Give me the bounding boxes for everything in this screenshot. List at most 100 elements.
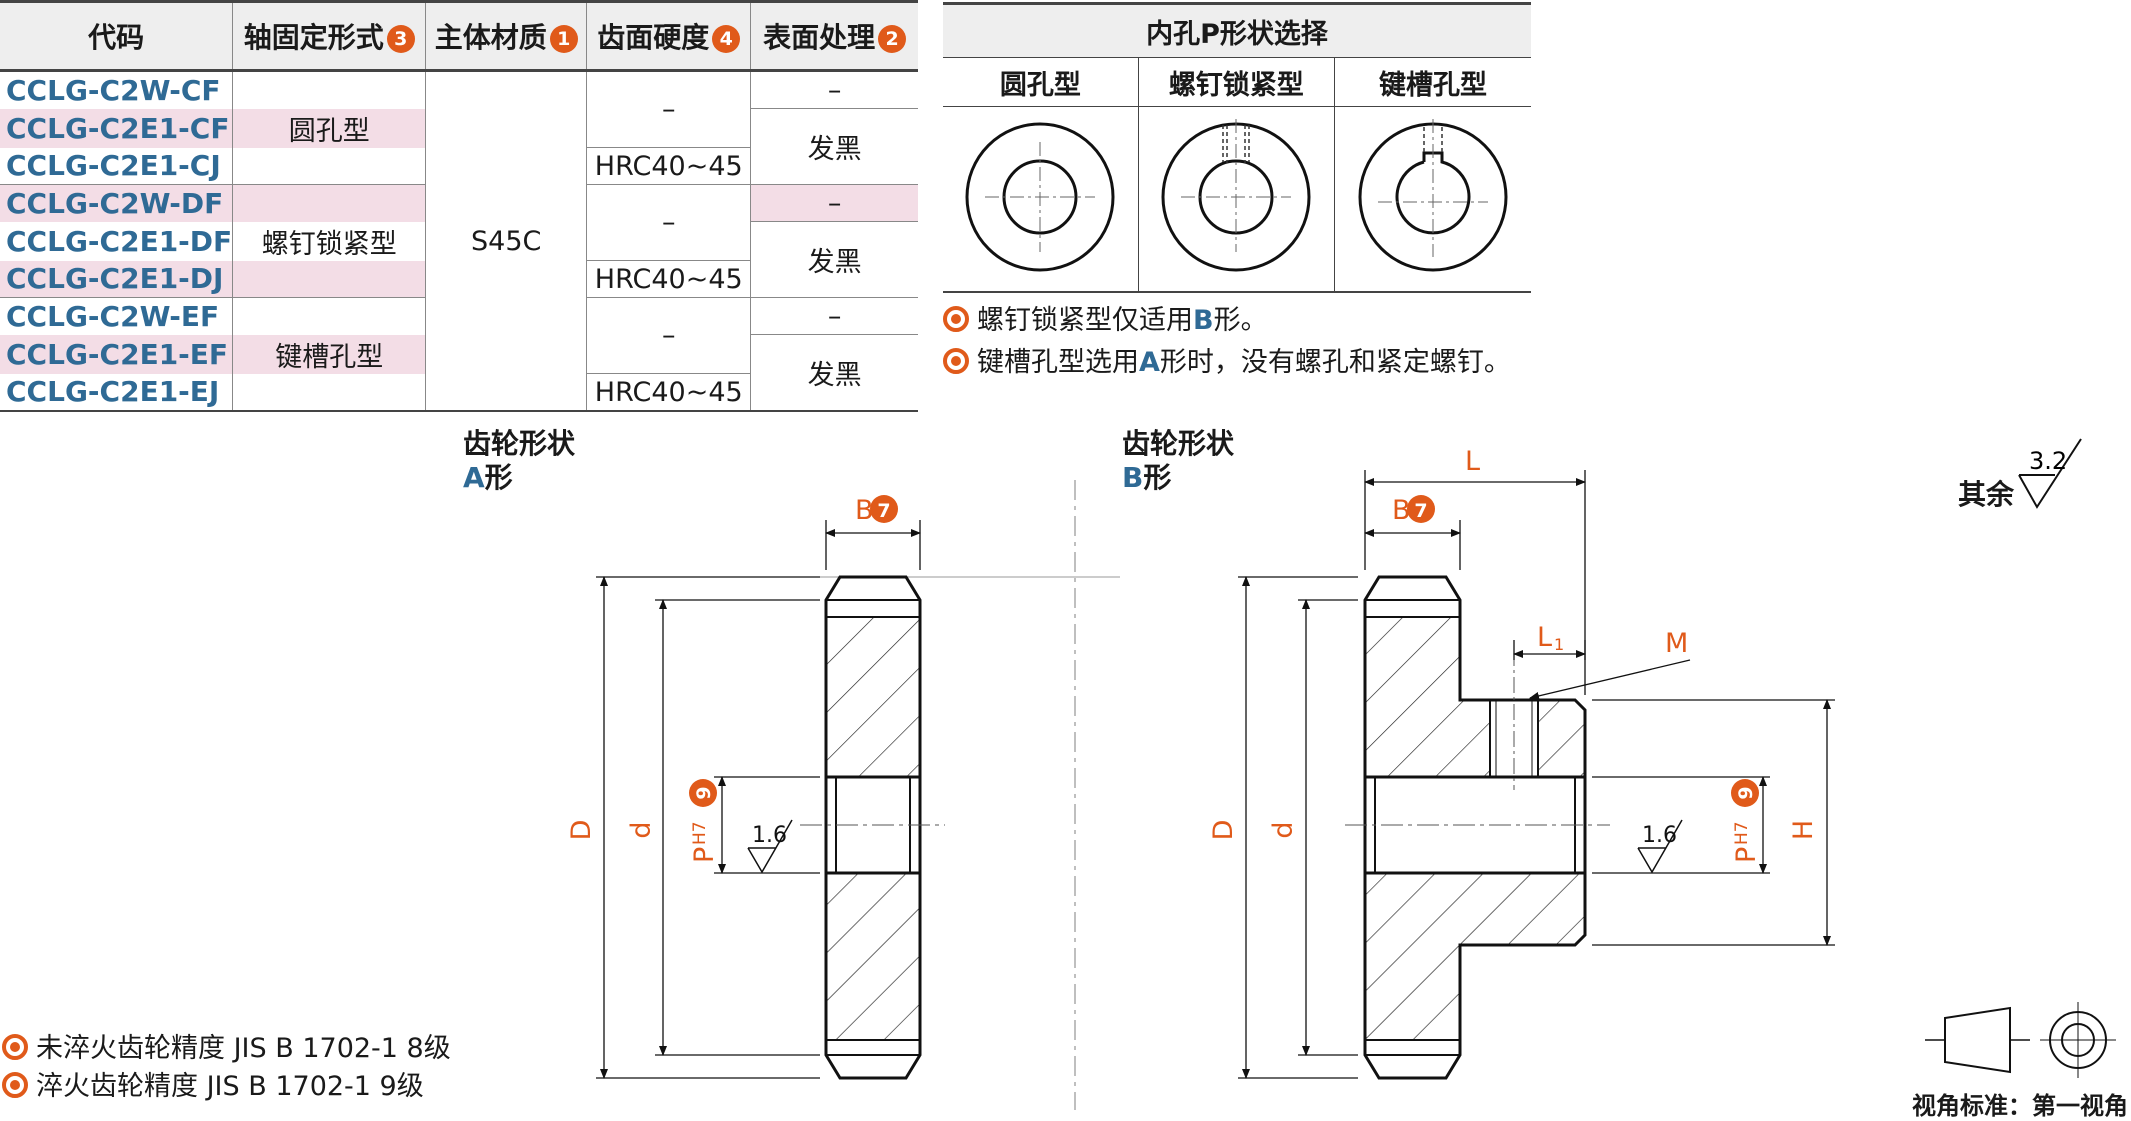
fix-type-cell xyxy=(232,260,426,298)
roughness-symbol-icon: 3.2 xyxy=(2018,438,2082,509)
dim-p-badge-a: 9 xyxy=(693,786,715,799)
dim-l1-label: L xyxy=(1537,622,1552,653)
keyway-bore-drawing xyxy=(1333,106,1531,293)
code-cell[interactable]: CCLG-C2E1-DJ xyxy=(0,260,233,298)
bullet-icon xyxy=(943,306,969,332)
material-cell: S45C xyxy=(425,70,587,412)
table-row: CCLG-C2E1-CF 圆孔型 发黑 xyxy=(0,108,918,185)
code-cell[interactable]: CCLG-C2E1-EJ xyxy=(0,373,233,412)
dim-b-badge-b: 7 xyxy=(1414,500,1427,522)
roughness-value-b: 1.6 xyxy=(1642,823,1677,848)
gear-b-title: 齿轮形状 B形 xyxy=(1122,427,1235,494)
dim-d-inner-label-a: d xyxy=(626,821,657,838)
badge-4: 4 xyxy=(712,25,741,53)
fix-type-cell: 螺钉锁紧型 xyxy=(232,221,426,261)
dim-p-group-b: P H7 9 xyxy=(1731,779,1762,863)
gear-b-drawing xyxy=(1238,470,1835,1080)
dim-p-label-b: P xyxy=(1731,847,1762,863)
badge-1: 1 xyxy=(549,25,578,53)
dim-p-group-a: P H7 9 xyxy=(689,779,720,863)
dim-p-badge-b: 9 xyxy=(1735,786,1757,799)
badge-3: 3 xyxy=(386,25,415,53)
fix-type-cell xyxy=(232,147,426,185)
dim-b-label-b: B xyxy=(1392,495,1411,526)
dim-d-outer-label-b: D xyxy=(1208,820,1239,841)
table-row: CCLG-C2E1-EF 键槽孔型 发黑 xyxy=(0,334,918,412)
surface-cell: 发黑 xyxy=(750,108,918,185)
bore-type-round: 圆孔型 xyxy=(943,57,1139,107)
fix-type-cell xyxy=(232,184,426,222)
dim-h-label: H xyxy=(1788,820,1819,840)
precision-note-2: 淬火齿轮精度 JIS B 1702-1 9级 xyxy=(2,1064,424,1103)
bullet-icon xyxy=(943,348,969,374)
table-row: CCLG-C2W-DF – – xyxy=(0,184,918,261)
roughness-value-a: 1.6 xyxy=(752,823,787,848)
surface-cell: 发黑 xyxy=(750,334,918,412)
dim-l-label: L xyxy=(1465,446,1480,477)
round-bore-drawing xyxy=(943,106,1139,293)
code-cell[interactable]: CCLG-C2E1-EF xyxy=(0,334,233,374)
roughness-rest-label: 其余 xyxy=(1958,478,2015,511)
dim-p-label-a: P xyxy=(689,847,720,863)
roughness-rest-value: 3.2 xyxy=(2029,447,2067,475)
bore-note-1: 螺钉锁紧型仅适用B形。 xyxy=(943,298,1268,337)
fix-type-cell xyxy=(232,373,426,412)
dim-d-outer-label-a: D xyxy=(566,820,597,841)
table-row: CCLG-C2W-EF – – xyxy=(0,297,918,374)
dim-h7-label-a: H7 xyxy=(690,821,710,845)
hardness-cell: – xyxy=(586,70,751,148)
bore-shape-table: 内孔P形状选择 圆孔型 螺钉锁紧型 键槽孔型 xyxy=(943,2,1531,293)
bore-type-setscrew: 螺钉锁紧型 xyxy=(1137,57,1335,107)
table-row: CCLG-C2E1-DF 螺钉锁紧型 发黑 xyxy=(0,221,918,298)
surface-cell: – xyxy=(750,297,918,335)
precision-note-1: 未淬火齿轮精度 JIS B 1702-1 8级 xyxy=(2,1026,451,1065)
dim-d-inner-label-b: d xyxy=(1268,821,1299,838)
surface-cell: – xyxy=(750,70,918,109)
hardness-cell: HRC40~45 xyxy=(586,260,751,298)
code-cell[interactable]: CCLG-C2E1-CJ xyxy=(0,147,233,185)
fix-type-cell xyxy=(232,70,426,109)
code-cell[interactable]: CCLG-C2E1-DF xyxy=(6,224,233,258)
dim-b-label-a: B xyxy=(855,495,874,526)
hardness-cell: HRC40~45 xyxy=(586,373,751,412)
code-cell[interactable]: CCLG-C2W-CF xyxy=(6,73,221,107)
table-row: CCLG-C2W-CF S45C – – xyxy=(0,70,918,412)
dim-m-label: M xyxy=(1665,628,1688,659)
dim-h7-label-b: H7 xyxy=(1732,821,1752,845)
bore-note-2: 键槽孔型选用A形时，没有螺孔和紧定螺钉。 xyxy=(943,340,1511,379)
bullet-icon xyxy=(2,1034,28,1060)
badge-2: 2 xyxy=(878,25,907,53)
bullet-icon xyxy=(2,1072,28,1098)
surface-cell: – xyxy=(750,184,918,222)
hardness-cell: – xyxy=(586,297,751,374)
fix-type-cell xyxy=(232,297,426,335)
surface-cell: 发黑 xyxy=(750,221,918,298)
table-row: CCLG-C2E1-CJ HRC40~45 xyxy=(0,147,918,185)
gear-a-title: 齿轮形状 A形 xyxy=(463,427,576,494)
hardness-cell: – xyxy=(586,184,751,261)
view-standard: 视角标准：第一视角 xyxy=(1912,1092,2128,1120)
table-row: CCLG-C2E1-DJ HRC40~45 xyxy=(0,260,918,298)
code-cell[interactable]: CCLG-C2W-EF xyxy=(6,299,220,333)
dim-b-badge-a: 7 xyxy=(877,500,890,522)
gear-drawings: B 7 D d P H7 9 1.6 xyxy=(566,446,2116,1110)
code-cell[interactable]: CCLG-C2W-DF xyxy=(0,184,233,222)
code-cell[interactable]: CCLG-C2E1-CF xyxy=(0,108,233,148)
first-angle-projection-icon xyxy=(1925,1002,2116,1078)
bore-table-title: 内孔P形状选择 xyxy=(943,2,1531,58)
dim-l1-sub: 1 xyxy=(1554,635,1564,654)
setscrew-bore-drawing xyxy=(1137,106,1335,293)
header-code: 代码 xyxy=(0,0,233,72)
fix-type-cell: 圆孔型 xyxy=(232,108,426,148)
bore-type-keyway: 键槽孔型 xyxy=(1333,57,1531,107)
gear-a-drawing xyxy=(596,520,1120,1080)
hardness-cell: HRC40~45 xyxy=(586,147,751,185)
table-row: CCLG-C2E1-EJ HRC40~45 xyxy=(0,373,918,412)
fix-type-cell: 键槽孔型 xyxy=(232,334,426,374)
